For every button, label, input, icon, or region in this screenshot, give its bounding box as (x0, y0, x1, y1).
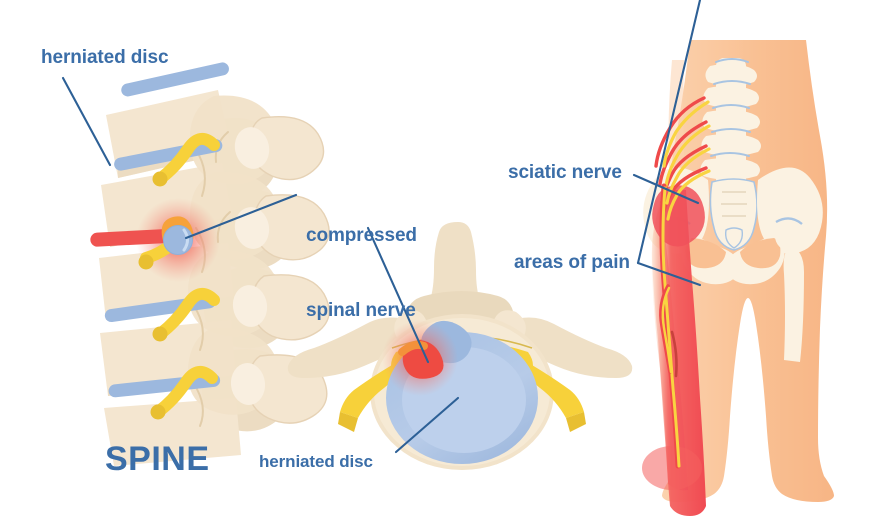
transverse-processes-axial (287, 317, 633, 378)
label-compressed-line-2: spinal nerve (306, 300, 416, 321)
leader-lines: = (61, 0, 702, 454)
leader-herniated-disc-bottom (394, 396, 460, 454)
sciatic-nerve (654, 96, 711, 469)
obturator-foramina (685, 238, 781, 269)
spinal-nerve-root-tips (150, 171, 168, 420)
lumbar-vertebrae (700, 58, 761, 251)
lower-body-sciatica-view (642, 40, 834, 516)
label-spine-title: SPINE (105, 440, 210, 478)
label-herniated-disc-bottom: herniated disc (259, 452, 373, 471)
lateral-spine-view (90, 62, 330, 466)
vertebra-cross-section-view (287, 222, 633, 470)
spinal-nerve-roots (152, 133, 220, 418)
label-compressed-line-1: compressed (306, 225, 417, 246)
femur-right (783, 246, 804, 362)
pain-point-axial (382, 320, 458, 396)
sacrum (709, 178, 758, 251)
label-sciatic-nerve: sciatic nerve (508, 162, 622, 183)
label-areas-of-pain: areas of pain (514, 252, 630, 273)
leader-areas-of-pain: = (636, 0, 702, 265)
leader-herniated-disc-top (61, 76, 112, 167)
spinous-processes (247, 116, 330, 424)
leader-compressed-nerve-axial (366, 226, 430, 364)
intervertebral-foramina (230, 127, 270, 405)
label-herniated-disc-top: herniated disc (41, 47, 169, 68)
leader-compressed-nerve-lateral (184, 193, 298, 240)
compressed-spinal-nerve-node (163, 225, 193, 255)
label-compressed-spinal-nerve: compressed spinal nerve (306, 173, 417, 348)
leader-sciatic-nerve (632, 173, 700, 205)
leader-areas-of-pain-line (636, 261, 702, 287)
spinous-process-axial (430, 222, 480, 308)
